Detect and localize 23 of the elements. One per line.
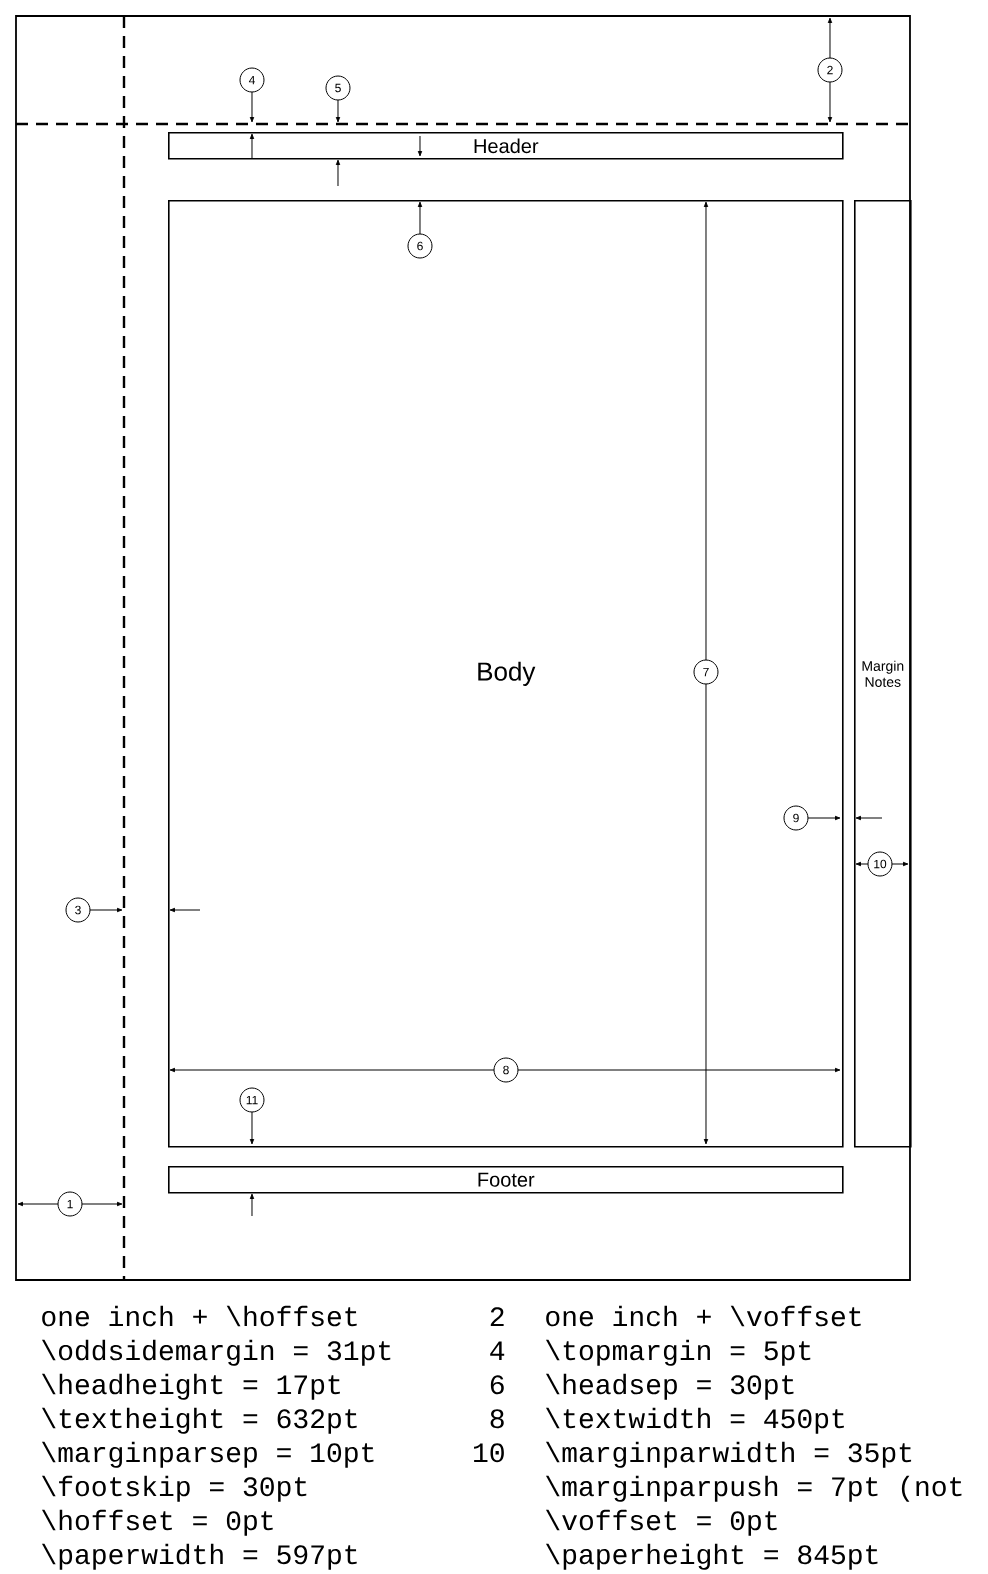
parameter-text: \headheight = 17pt [41,1373,340,1400]
parameter-text: one inch + \hoffset [42,1305,357,1327]
parameter-text: \marginparsep = 10pt [41,1441,374,1468]
row-number: 8 [490,1409,504,1429]
parameter-text: \topmargin = 5pt [545,1339,811,1366]
row-number: 6 [490,1375,504,1395]
parameter-text: \footskip = 30pt [41,1475,307,1502]
parameter-text: \oddsidemargin = 31pt [41,1339,391,1366]
parameter-text: \hoffset = 0pt [41,1509,273,1536]
footer-box: Footer [168,1166,844,1194]
parameter-text: \textwidth = 450pt [545,1407,844,1434]
row-number: 4 [490,1341,505,1360]
header-box: Header [168,132,844,160]
parameter-text: \marginparwidth = 35pt [545,1441,912,1468]
row-number: 10 [474,1443,504,1463]
parameter-text: \headsep = 30pt [545,1373,794,1400]
parameter-text: \textheight = 632pt [41,1407,357,1434]
parameter-text: one inch + \voffset [546,1305,861,1327]
parameter-text: \paperwidth = 597pt [41,1543,357,1570]
parameter-text: \voffset = 0pt [545,1509,777,1536]
parameter-text: \paperheight = 845pt [545,1543,878,1570]
parameter-text: \marginparpush = 7pt (not [545,1475,962,1502]
row-number: 2 [490,1307,504,1326]
